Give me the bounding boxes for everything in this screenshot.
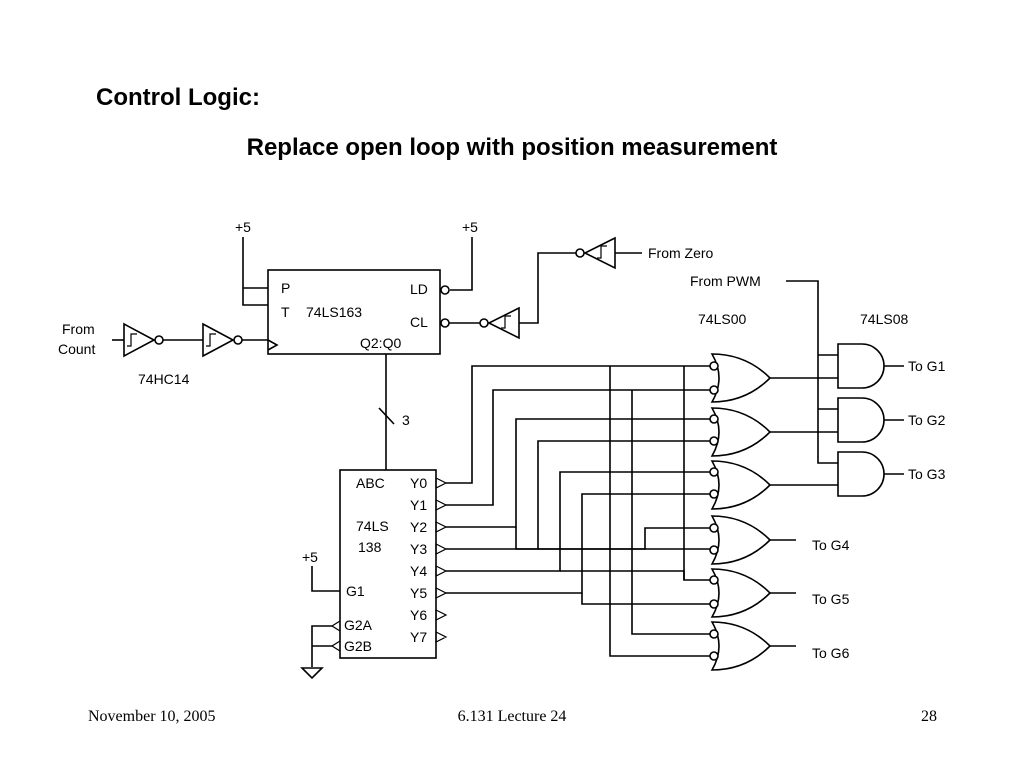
- decoder-y7-label: Y7: [410, 629, 427, 645]
- wire-vcc-ld: [450, 237, 473, 291]
- wire-y4: [446, 471, 710, 572]
- to-g1-label: To G1: [908, 358, 946, 374]
- decoder-y1-label: Y1: [410, 497, 427, 513]
- inverter-2-bubble: [233, 335, 243, 345]
- decoder-abc-label: ABC: [356, 475, 385, 491]
- vcc-label-pt: +5: [235, 219, 251, 235]
- wire-y0-drop: [609, 366, 710, 657]
- or-gate-1: [710, 353, 772, 403]
- decoder-y5-label: Y5: [410, 585, 427, 601]
- counter-cl-label: CL: [410, 314, 428, 330]
- schmitt-icon-4: [501, 315, 511, 329]
- to-g6-label: To G6: [812, 645, 850, 661]
- decoder-output-bubbles: [435, 477, 448, 643]
- decoder-part-label-1: 74LS: [356, 518, 389, 534]
- or-gate-6: [710, 621, 772, 671]
- footer-date: November 10, 2005: [88, 708, 216, 725]
- decoder-74ls138: [339, 469, 437, 659]
- slide-subtitle: Replace open loop with position measurem…: [246, 134, 778, 161]
- ld-bubble: [440, 285, 450, 295]
- slide-title: Control Logic:: [96, 84, 260, 111]
- bus-slash: [378, 407, 395, 425]
- counter-p-label: P: [281, 280, 290, 296]
- decoder-g2a-label: G2A: [344, 617, 373, 633]
- zero-schmitt-inverter: [583, 236, 616, 270]
- and-part-label: 74LS08: [860, 311, 908, 327]
- wire-y5: [446, 493, 710, 594]
- wire-y2: [446, 418, 710, 528]
- or-input-bubbles: [709, 361, 719, 661]
- cl-bubble: [440, 318, 450, 328]
- or-gate-3: [710, 460, 772, 510]
- schmitt-inverter-2: [202, 322, 235, 358]
- wire-y1-drop: [631, 390, 710, 635]
- counter-q-label: Q2:Q0: [360, 335, 401, 351]
- nand-part-label: 74LS00: [698, 311, 746, 327]
- decoder-y4-label: Y4: [410, 563, 427, 579]
- counter-t-label: T: [281, 304, 290, 320]
- schmitt-inverter-1: [123, 322, 156, 358]
- from-pwm-label: From PWM: [690, 273, 761, 289]
- to-g2-label: To G2: [908, 412, 946, 428]
- or-gate-4: [710, 515, 772, 565]
- counter-74ls163: [267, 269, 441, 355]
- to-g5-label: To G5: [812, 591, 850, 607]
- wire-vcc-pt: [242, 237, 268, 306]
- counter-ld-label: LD: [410, 281, 428, 297]
- and-gate-1: [837, 343, 885, 389]
- wire-y3: [446, 440, 710, 550]
- wire-from-pwm: [786, 280, 838, 464]
- to-g4-label: To G4: [812, 537, 850, 553]
- inverter-part-label: 74HC14: [138, 371, 190, 387]
- decoder-g1-label: G1: [346, 583, 365, 599]
- wire-y5-drop: [581, 593, 710, 605]
- vcc-label-ld: +5: [462, 219, 478, 235]
- and-gate-2: [837, 397, 885, 443]
- clock-edge-icon: [267, 339, 279, 351]
- ground-icon: [300, 667, 324, 680]
- wire-y0: [446, 365, 710, 484]
- decoder-y6-label: Y6: [410, 607, 427, 623]
- decoder-y0-label: Y0: [410, 475, 427, 491]
- cl-schmitt-inverter: [487, 306, 520, 340]
- wire-zero-down: [519, 252, 576, 324]
- g2-bubbles: [330, 620, 341, 652]
- from-count-label-1: From: [62, 321, 95, 337]
- from-zero-label: From Zero: [648, 245, 714, 261]
- decoder-y2-label: Y2: [410, 519, 427, 535]
- wire-y2-drop: [515, 527, 710, 550]
- and-gate-3: [837, 451, 885, 497]
- decoder-g2b-label: G2B: [344, 638, 372, 654]
- to-g3-label: To G3: [908, 466, 946, 482]
- cl-inverter-bubble: [479, 318, 489, 328]
- wire-vcc-g1: [311, 566, 340, 592]
- zero-inverter-bubble: [575, 248, 585, 258]
- decoder-part-label-2: 138: [358, 539, 382, 555]
- vcc-label-g1: +5: [302, 549, 318, 565]
- wire-y1: [446, 389, 710, 506]
- wire-g2-ground: [311, 625, 332, 667]
- or-gate-2: [710, 407, 772, 457]
- bus-width-label: 3: [402, 412, 410, 428]
- from-count-label-2: Count: [58, 341, 95, 357]
- schmitt-icon-1: [127, 333, 137, 347]
- decoder-y3-label: Y3: [410, 541, 427, 557]
- schmitt-icon-2: [206, 333, 216, 347]
- counter-part-label: 74LS163: [306, 304, 362, 320]
- footer-page-number: 28: [921, 708, 937, 725]
- footer-course: 6.131 Lecture 24: [457, 708, 567, 725]
- schmitt-icon-3: [597, 245, 607, 259]
- inverter-1-bubble: [154, 335, 164, 345]
- or-gate-5: [710, 568, 772, 618]
